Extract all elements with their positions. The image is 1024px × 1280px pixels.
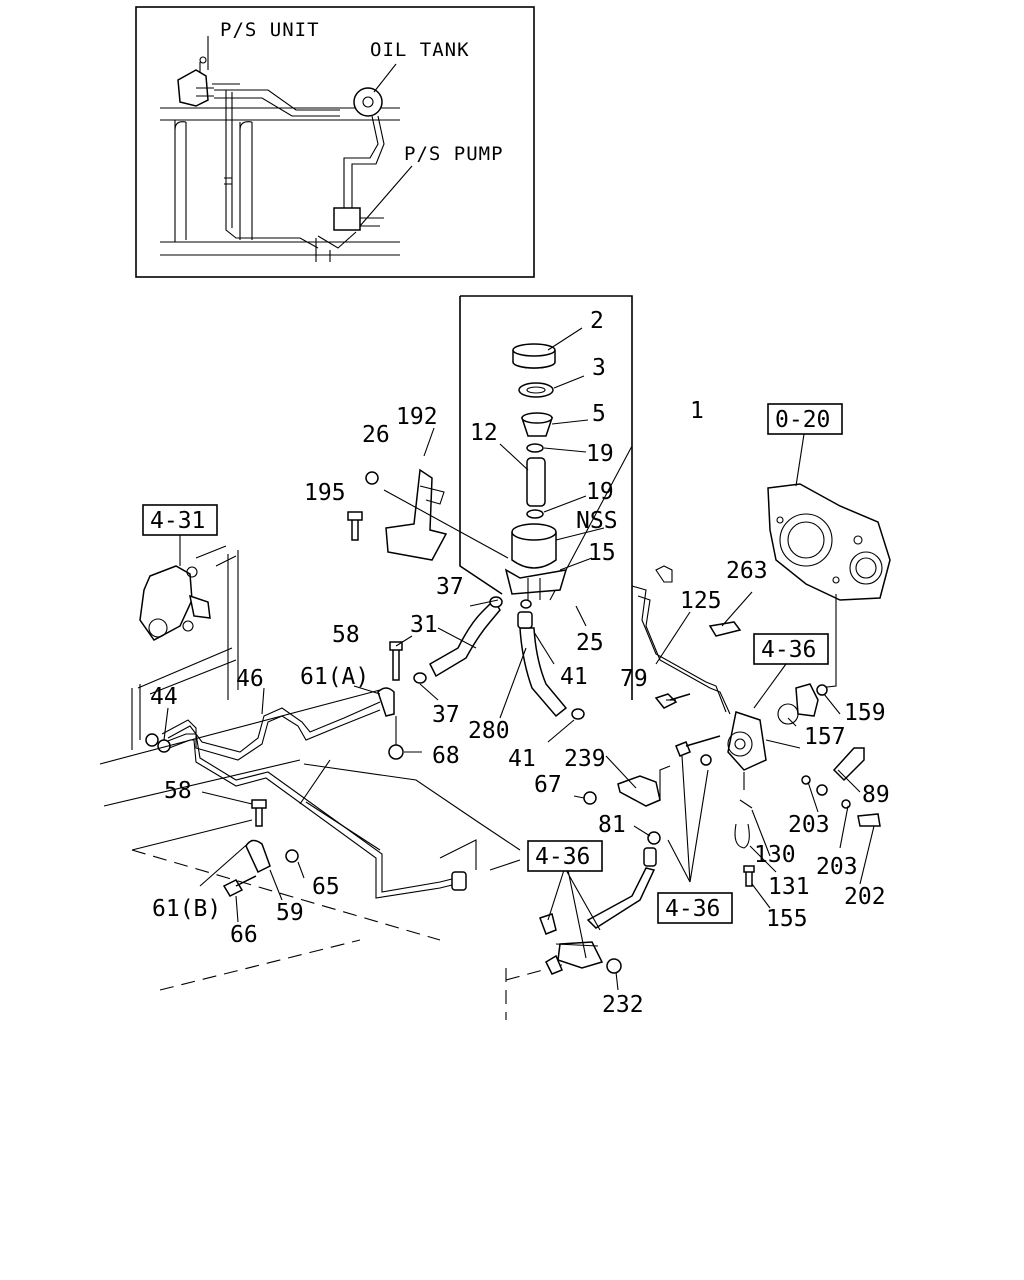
callout-67[interactable]: 67: [534, 772, 562, 798]
ref-4-31[interactable]: 4-31: [150, 508, 205, 534]
leader-lines: [163, 591, 875, 991]
hoses: [413, 596, 585, 720]
callout-59[interactable]: 59: [276, 900, 304, 926]
inset-label-ps-unit: P/S UNIT: [220, 19, 320, 41]
steering-unit: [139, 530, 239, 700]
oil-reservoir: [504, 523, 568, 600]
callout-68[interactable]: 68: [432, 743, 460, 769]
ps-pump-drawing: [315, 207, 384, 262]
callout-192[interactable]: 192: [396, 404, 438, 430]
callout-280[interactable]: 280: [468, 718, 510, 744]
reference-boxes: 0-20 4-31 4-36 4-36 4-36: [142, 403, 843, 924]
ref-4-36-lower[interactable]: 4-36: [665, 896, 720, 922]
part-callouts: 2 3 1 5 12 19 19 NSS 15 26 192 195 37 25…: [150, 308, 890, 1018]
callout-25[interactable]: 25: [576, 630, 604, 656]
callout-159[interactable]: 159: [844, 700, 886, 726]
callout-155[interactable]: 155: [766, 906, 808, 932]
callout-79[interactable]: 79: [620, 666, 648, 692]
inset-label-ps-pump: P/S PUMP: [404, 143, 504, 165]
callout-26[interactable]: 26: [362, 422, 390, 448]
callout-203-lower[interactable]: 203: [816, 854, 858, 880]
callout-202[interactable]: 202: [844, 884, 886, 910]
o-ring-upper: [526, 443, 544, 453]
ref-0-20[interactable]: 0-20: [775, 407, 830, 433]
callout-232[interactable]: 232: [602, 992, 644, 1018]
callout-65[interactable]: 65: [312, 874, 340, 900]
callout-41-lower[interactable]: 41: [508, 746, 536, 772]
inset-frame: [135, 6, 535, 278]
inset-label-oil-tank: OIL TANK: [370, 39, 470, 61]
pump-group: [539, 565, 881, 975]
callout-130[interactable]: 130: [754, 842, 796, 868]
callout-66[interactable]: 66: [230, 922, 258, 948]
callout-195[interactable]: 195: [304, 480, 346, 506]
callout-3[interactable]: 3: [592, 355, 606, 381]
ref-4-36-hose[interactable]: 4-36: [535, 844, 590, 870]
tank-cap: [512, 343, 556, 369]
inset-detail: P/S UNIT OIL TANK P/S PUMP: [135, 6, 535, 278]
callout-44[interactable]: 44: [150, 684, 178, 710]
filter-pipe: [526, 457, 546, 507]
callout-131[interactable]: 131: [768, 874, 810, 900]
clamp-a: [377, 641, 404, 760]
callout-263[interactable]: 263: [726, 558, 768, 584]
pressure-pipes: [131, 647, 467, 899]
callout-15[interactable]: 15: [588, 540, 616, 566]
oil-tank-drawing: [343, 87, 385, 210]
tank-bracket: [347, 427, 509, 561]
callout-31[interactable]: 31: [410, 612, 438, 638]
callout-37-upper[interactable]: 37: [436, 574, 464, 600]
ref-box-4-31[interactable]: [142, 504, 218, 536]
flywheel-housing: [767, 433, 891, 689]
ps-unit-drawing: [177, 56, 240, 107]
callout-203-upper[interactable]: 203: [788, 812, 830, 838]
callout-89[interactable]: 89: [862, 782, 890, 808]
hose-280: [519, 627, 568, 718]
tank-assembly-group: [459, 295, 633, 700]
callout-12[interactable]: 12: [470, 420, 498, 446]
ref-box-4-36-pump[interactable]: [753, 633, 829, 665]
callout-81[interactable]: 81: [598, 812, 626, 838]
callout-58-upper[interactable]: 58: [332, 622, 360, 648]
cap-gasket: [518, 382, 554, 398]
ref-box-4-36-hose[interactable]: [527, 840, 603, 872]
callout-5[interactable]: 5: [592, 401, 606, 427]
callout-239[interactable]: 239: [564, 746, 606, 772]
callout-46[interactable]: 46: [236, 666, 264, 692]
clamp-b: [222, 799, 299, 897]
callout-2[interactable]: 2: [590, 308, 604, 334]
o-ring-lower: [526, 509, 544, 519]
callout-61b[interactable]: 61(B): [152, 896, 221, 922]
callout-19-upper[interactable]: 19: [586, 441, 614, 467]
ref-4-36-pump[interactable]: 4-36: [761, 637, 816, 663]
callout-157[interactable]: 157: [804, 724, 846, 750]
callout-37-lower[interactable]: 37: [432, 702, 460, 728]
chassis-frame: [99, 689, 581, 1020]
callout-58-lower[interactable]: 58: [164, 778, 192, 804]
hose-31: [429, 598, 501, 678]
callout-1[interactable]: 1: [690, 398, 704, 424]
callout-19-lower[interactable]: 19: [586, 479, 614, 505]
callout-61a[interactable]: 61(A): [300, 664, 369, 690]
ref-box-4-36-lower[interactable]: [657, 892, 733, 924]
callout-125[interactable]: 125: [680, 588, 722, 614]
callout-41-upper[interactable]: 41: [560, 664, 588, 690]
ref-box-0-20[interactable]: [767, 403, 843, 435]
callout-nss[interactable]: NSS: [576, 508, 618, 534]
